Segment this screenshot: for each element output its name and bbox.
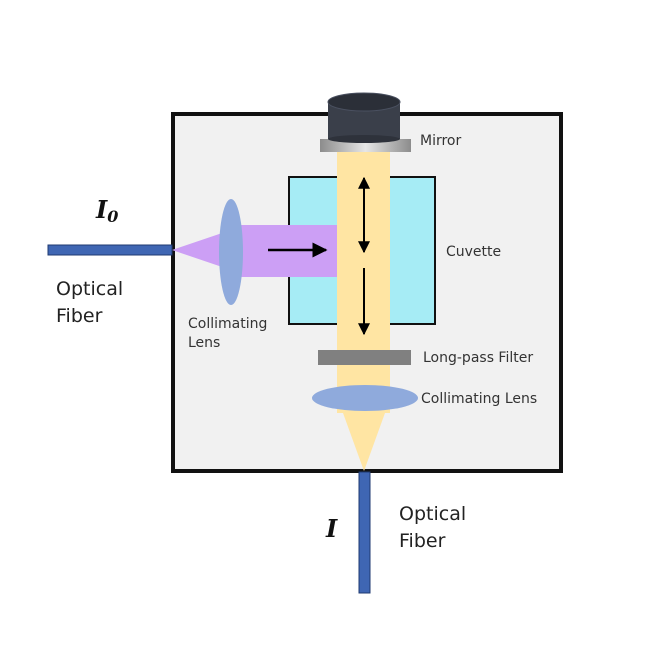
left-optical-fiber-label-line1: Optical (56, 278, 123, 300)
left-optical-fiber (47, 244, 173, 256)
long-pass-filter-label: Long-pass Filter (423, 350, 533, 366)
bottom-optical-fiber-label-line1: Optical (399, 503, 466, 525)
mirror-label: Mirror (420, 133, 461, 149)
input-intensity-symbol: I0 (95, 195, 118, 226)
mirror-plate (320, 139, 411, 152)
left-optical-fiber-label-line2: Fiber (56, 305, 103, 327)
excitation-beam-cone (172, 230, 231, 270)
bottom-collimating-lens-label: Collimating Lens (421, 391, 537, 407)
bottom-optical-fiber-label-line2: Fiber (399, 530, 446, 552)
emission-beam-cone (343, 413, 385, 471)
input-intensity-subscript: 0 (107, 207, 118, 226)
output-intensity-symbol: I (325, 514, 338, 543)
cuvette-label: Cuvette (446, 244, 501, 260)
bottom-collimating-lens (312, 385, 418, 411)
input-intensity-base: I (95, 195, 108, 224)
left-collimating-lens-label-line2: Lens (188, 335, 220, 351)
left-collimating-lens (219, 199, 243, 305)
mirror-mount (327, 92, 401, 143)
bottom-optical-fiber (358, 471, 371, 594)
left-collimating-lens-label-line1: Collimating (188, 316, 267, 332)
long-pass-filter (318, 350, 411, 365)
